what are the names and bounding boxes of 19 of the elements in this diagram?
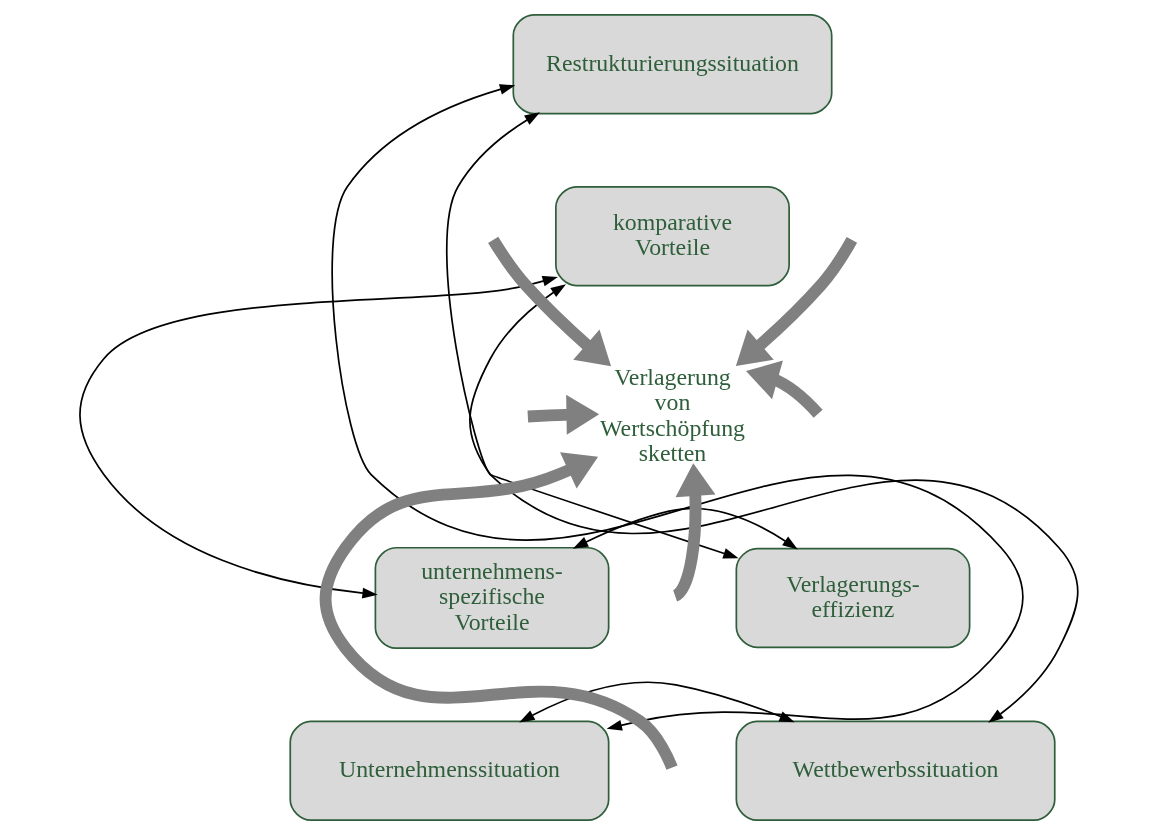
arrow <box>746 360 823 418</box>
arrow <box>319 452 678 770</box>
node-box: unternehmens- spezifische Vorteile <box>374 546 610 650</box>
arrow <box>79 275 558 599</box>
arrow <box>331 84 1024 731</box>
arrow <box>469 284 739 559</box>
node-box: Verlagerungs- effizienz <box>735 547 971 649</box>
arrow <box>572 507 798 550</box>
arrow <box>735 236 858 366</box>
node-box: Unternehmenssituation <box>289 720 610 822</box>
node-text: Verlagerung von Wertschöpfung sketten <box>600 363 745 467</box>
node-box: komparative Vorteile <box>555 185 790 287</box>
node-box: Restrukturierungssituation <box>512 13 833 115</box>
arrow <box>445 112 1079 723</box>
arrow <box>488 236 612 367</box>
arrow <box>527 394 600 435</box>
node-box: Wettbewerbssituation <box>735 720 1056 822</box>
arrow <box>671 463 716 601</box>
arrow <box>519 681 795 723</box>
